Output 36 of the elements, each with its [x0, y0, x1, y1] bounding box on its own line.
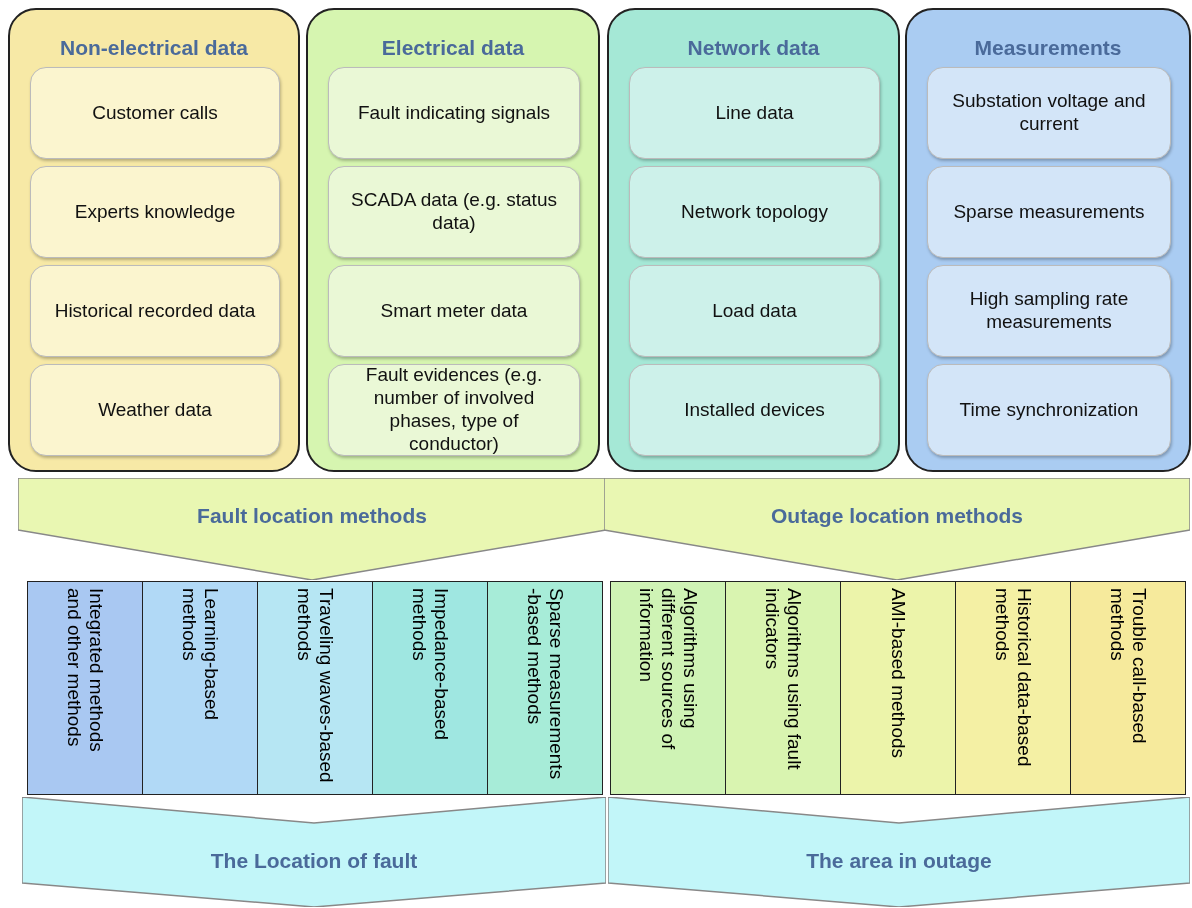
data-box: Fault indicating signals: [328, 67, 580, 159]
data-box: Sparse measurements: [927, 166, 1171, 258]
panel-title: Measurements: [973, 36, 1123, 60]
panel-title: Electrical data: [380, 36, 526, 60]
data-box: Time synchronization: [927, 364, 1171, 456]
category-panel: [607, 8, 900, 472]
data-box: Substation voltage and current: [927, 67, 1171, 159]
band-title: Fault location methods: [196, 504, 428, 528]
data-box: Customer calls: [30, 67, 280, 159]
data-box: Network topology: [629, 166, 880, 258]
data-box: Line data: [629, 67, 880, 159]
data-box: Experts knowledge: [30, 166, 280, 258]
category-panel: [8, 8, 300, 472]
panel-title: Network data: [686, 36, 821, 60]
data-box: High sampling rate measurements: [927, 265, 1171, 357]
category-panel: [306, 8, 600, 472]
band-title: Outage location methods: [770, 504, 1024, 528]
method-column: Impedance-based methods: [372, 581, 488, 795]
data-box: Load data: [629, 265, 880, 357]
method-column: Traveling waves-based methods: [257, 581, 373, 795]
category-panel: [905, 8, 1191, 472]
data-box: Installed devices: [629, 364, 880, 456]
result-label: The area in outage: [805, 849, 993, 873]
data-box: Fault evidences (e.g. number of involved phases, type of conductor): [328, 364, 580, 456]
data-box: SCADA data (e.g. status data): [328, 166, 580, 258]
data-box: Historical recorded data: [30, 265, 280, 357]
data-box: Weather data: [30, 364, 280, 456]
method-column: Trouble call-based methods: [1070, 581, 1186, 795]
method-column: Algorithms using different sources of information: [610, 581, 726, 795]
result-label: The Location of fault: [209, 849, 419, 873]
panel-title: Non-electrical data: [59, 36, 249, 60]
method-column: Historical data-based methods: [955, 581, 1071, 795]
method-column: Integrated methods and other methods: [27, 581, 143, 795]
data-box: Smart meter data: [328, 265, 580, 357]
method-column: AMI-based methods: [840, 581, 956, 795]
method-column: Learning-based methods: [142, 581, 258, 795]
